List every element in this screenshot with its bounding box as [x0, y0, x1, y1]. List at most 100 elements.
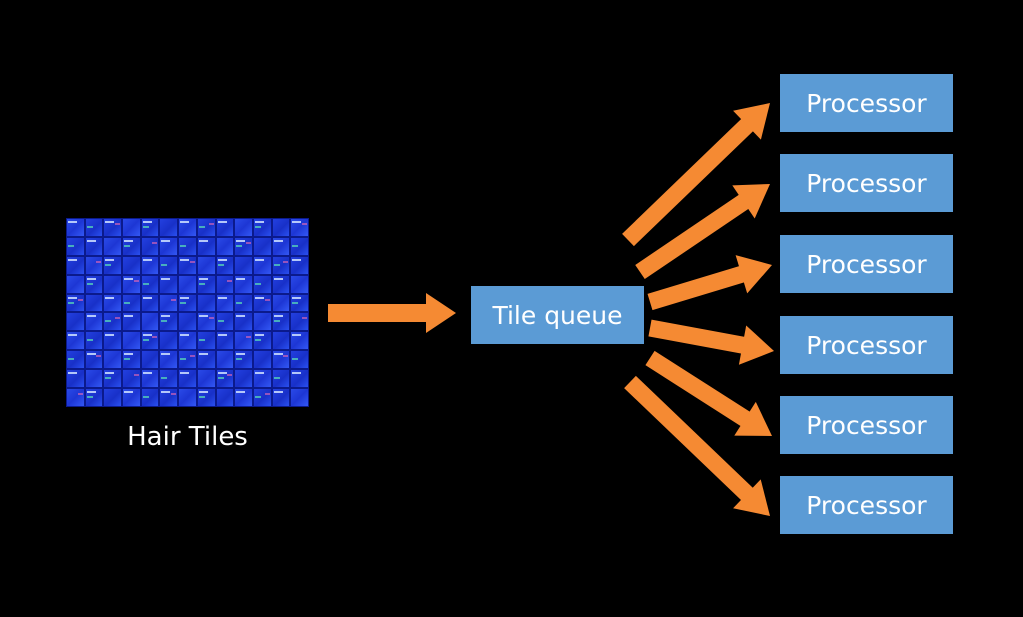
hair-tile: [85, 237, 103, 255]
hair-tile: [235, 370, 252, 388]
hair-tile: [85, 294, 103, 312]
hair-tile: [197, 332, 215, 350]
hair-tile: [85, 389, 103, 406]
tile-queue-box: Tile queue: [471, 286, 644, 344]
hair-tile: [160, 294, 178, 312]
hair-tile: [123, 370, 140, 388]
hair-tile: [253, 237, 271, 255]
hair-tile: [253, 332, 271, 350]
tile-queue-label: Tile queue: [492, 300, 623, 330]
hair-tile: [141, 275, 159, 293]
hair-tile: [235, 219, 252, 236]
hair-tile: [272, 389, 290, 406]
hair-tile: [235, 294, 252, 312]
hair-tile: [291, 256, 308, 274]
hair-tile: [197, 313, 215, 331]
hair-tile: [160, 370, 178, 388]
hair-tile: [216, 351, 234, 369]
hair-tile: [67, 389, 84, 406]
hair-tile: [141, 237, 159, 255]
hair-tile: [104, 256, 122, 274]
hair-tile: [235, 332, 252, 350]
hair-tile: [179, 256, 196, 274]
processor-box-4: Processor: [780, 316, 953, 374]
hair-tile: [141, 332, 159, 350]
hair-tile: [85, 332, 103, 350]
hair-tile: [85, 351, 103, 369]
hair-tile: [179, 370, 196, 388]
hair-tile: [160, 389, 178, 406]
hair-tile: [291, 351, 308, 369]
arrow-source-to-queue: [328, 293, 456, 333]
processor-box-6: Processor: [780, 476, 953, 534]
hair-tile: [67, 332, 84, 350]
hair-tiles-label: Hair Tiles: [127, 422, 248, 452]
hair-tile: [197, 237, 215, 255]
fan-arrows: [622, 103, 774, 516]
hair-tile: [85, 370, 103, 388]
hair-tile: [179, 237, 196, 255]
hair-tile: [179, 219, 196, 236]
processor-box-2: Processor: [780, 154, 953, 212]
hair-tile: [160, 237, 178, 255]
hair-tile: [197, 370, 215, 388]
hair-tile: [235, 275, 252, 293]
processor-label: Processor: [806, 168, 927, 198]
hair-tile: [216, 275, 234, 293]
hair-tile: [253, 370, 271, 388]
hair-tile: [141, 256, 159, 274]
hair-tile: [216, 370, 234, 388]
hair-tile: [179, 294, 196, 312]
hair-tile: [160, 332, 178, 350]
hair-tile: [141, 389, 159, 406]
hair-tile: [67, 313, 84, 331]
hair-tile: [141, 219, 159, 236]
hair-tile: [104, 370, 122, 388]
hair-tile: [235, 237, 252, 255]
hair-tile: [216, 332, 234, 350]
hair-tile: [197, 351, 215, 369]
hair-tile: [216, 219, 234, 236]
hair-tile: [160, 313, 178, 331]
hair-tile: [85, 313, 103, 331]
hair-tile: [104, 332, 122, 350]
processor-label: Processor: [806, 249, 927, 279]
hair-tile: [104, 275, 122, 293]
hair-tile: [216, 237, 234, 255]
hair-tile: [197, 275, 215, 293]
hair-tile: [123, 219, 140, 236]
processor-label: Processor: [806, 330, 927, 360]
hair-tile: [179, 313, 196, 331]
hair-tile: [123, 351, 140, 369]
hair-tile: [272, 332, 290, 350]
hair-tile: [235, 256, 252, 274]
hair-tile: [85, 219, 103, 236]
hair-tile: [291, 313, 308, 331]
hair-tile: [235, 351, 252, 369]
hair-tile: [67, 237, 84, 255]
hair-tile: [104, 313, 122, 331]
hair-tile: [253, 219, 271, 236]
hair-tile: [197, 389, 215, 406]
hair-tile: [197, 294, 215, 312]
hair-tile: [291, 389, 308, 406]
hair-tile: [123, 275, 140, 293]
processor-box-3: Processor: [780, 235, 953, 293]
hair-tile: [272, 219, 290, 236]
hair-tile: [104, 351, 122, 369]
hair-tile: [291, 294, 308, 312]
hair-tile: [104, 219, 122, 236]
hair-tile: [67, 294, 84, 312]
hair-tile: [123, 256, 140, 274]
hair-tile: [179, 332, 196, 350]
hair-tile: [272, 237, 290, 255]
processor-label: Processor: [806, 88, 927, 118]
hair-tile: [123, 313, 140, 331]
hair-tile: [67, 351, 84, 369]
hair-tile: [160, 275, 178, 293]
hair-tile: [253, 256, 271, 274]
hair-tile: [179, 275, 196, 293]
hair-tile: [179, 389, 196, 406]
hair-tile: [197, 219, 215, 236]
